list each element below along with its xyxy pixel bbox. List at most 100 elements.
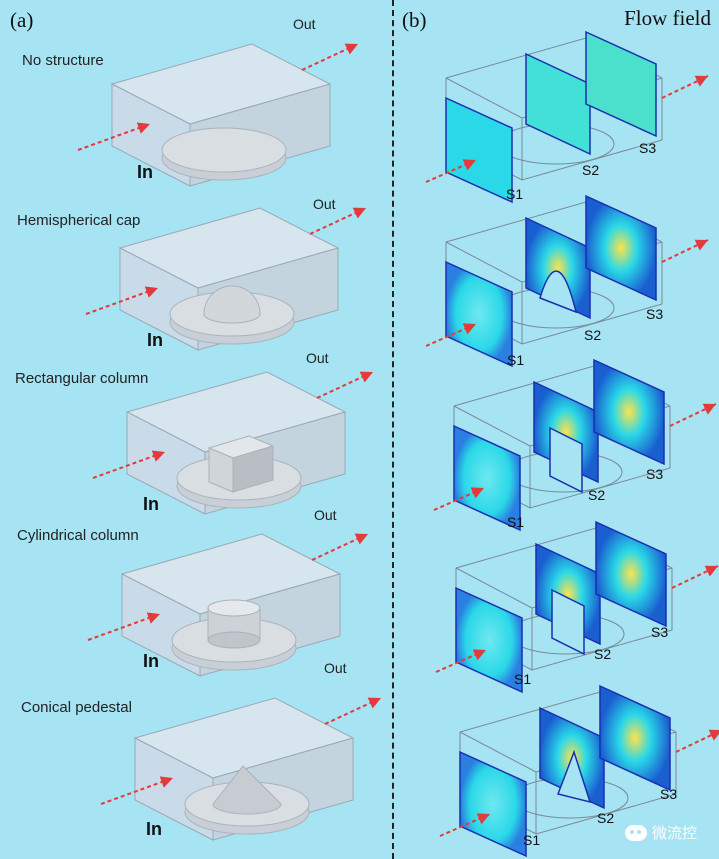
inlet-arrow (100, 776, 174, 805)
obstacle-cutout (556, 749, 592, 804)
case-title: Hemispherical cap (17, 212, 141, 229)
wire-edge (445, 77, 523, 119)
outlet-arrow (316, 371, 374, 399)
slice-s3 (595, 520, 667, 628)
inlet-arrow (425, 159, 477, 183)
slice-label-s3: S3 (660, 786, 678, 802)
out-label: Out (293, 16, 316, 32)
out-label: Out (324, 660, 347, 676)
in-label: In (143, 494, 159, 514)
flow-slices (425, 194, 709, 368)
outlet-arrow (671, 565, 719, 589)
channel-box (92, 371, 374, 515)
outlet-arrow (661, 75, 709, 99)
case-no-structure: No structure Out In (0, 16, 392, 193)
flow-field-no-structure: S1 S2 S3 (394, 28, 719, 204)
slice-s2 (525, 52, 591, 156)
case-title: Rectangular column (15, 370, 149, 387)
outlet-arrow (324, 697, 382, 725)
outlet-arrow (669, 403, 717, 427)
slice-label-s2: S2 (582, 162, 600, 178)
slice-label-s3: S3 (646, 306, 664, 322)
slice-label-s1: S1 (507, 514, 525, 530)
case-title: No structure (22, 52, 104, 69)
obstacle-cutout (549, 426, 583, 494)
slice-s1 (453, 424, 521, 532)
slice-label-s1: S1 (514, 671, 532, 687)
panel-a: (a) No structure Out In Hemispherical ca… (0, 8, 392, 847)
slice-label-s1: S1 (523, 832, 541, 848)
slice-label-s2: S2 (588, 487, 606, 503)
flow-slices (425, 30, 709, 204)
flow-slices (433, 358, 717, 532)
out-label: Out (313, 196, 336, 212)
panel-b-label: (b) (402, 8, 427, 32)
wire-edge (455, 567, 533, 609)
wechat-icon (624, 824, 647, 841)
outlet-arrow (675, 729, 719, 753)
in-label: In (137, 162, 153, 182)
slice-label-s2: S2 (594, 646, 612, 662)
inlet-arrow (425, 323, 477, 347)
cylinder-bottom (207, 631, 261, 649)
flow-field-hemispherical-cap: S1 S2 S3 (394, 192, 719, 368)
slice-label-s3: S3 (651, 624, 669, 640)
slice-label-s2: S2 (597, 810, 615, 826)
flow-field-cylindrical-column: S1 S2 S3 (394, 518, 719, 694)
channel-box (77, 43, 359, 187)
channel-box (85, 207, 367, 351)
cone-shape (212, 765, 282, 815)
obstacle-cutout (551, 588, 585, 656)
panel-b: (b) Flow field S1 S2 S3 S1 S2 S3 S1 S2 S… (394, 0, 719, 859)
panel-divider (392, 0, 394, 859)
inlet-arrow (77, 122, 151, 151)
slice-s3 (585, 194, 657, 302)
cylinder-top (207, 599, 261, 617)
case-cylindrical-column: Cylindrical column Out In (0, 507, 392, 683)
inlet-arrow (92, 450, 166, 479)
slice-s1 (445, 96, 513, 204)
slice-s1 (455, 586, 523, 694)
slice-label-s2: S2 (584, 327, 602, 343)
case-conical-pedestal: Conical pedestal Out In (0, 660, 392, 847)
flow-field-rectangular-column: S1 S2 S3 (394, 356, 719, 532)
inlet-arrow (439, 813, 491, 837)
inlet-arrow (87, 612, 161, 641)
case-hemispherical-cap: Hemispherical cap Out In (0, 192, 392, 357)
inlet-arrow (85, 286, 159, 315)
inlet-arrow (435, 649, 487, 673)
outlet-arrow (661, 239, 709, 263)
slice-s3 (599, 684, 671, 792)
slice-s1 (459, 750, 527, 858)
wire-edge (459, 731, 537, 773)
flow-field-conical-pedestal: S1 S2 S3 (394, 682, 719, 858)
outlet-arrow (309, 207, 367, 235)
base-disc-top (161, 127, 287, 173)
slice-label-s3: S3 (646, 466, 664, 482)
slice-s1 (445, 260, 513, 368)
outlet-arrow (311, 533, 369, 561)
slice-s3 (585, 30, 657, 138)
case-title: Conical pedestal (21, 699, 132, 716)
slice-label-s1: S1 (506, 186, 524, 202)
rect-column-side (208, 447, 234, 493)
slice-label-s3: S3 (639, 140, 657, 156)
watermark: 微流控 (624, 822, 697, 843)
flow-slices (435, 520, 719, 694)
flow-slices (439, 684, 719, 858)
case-rectangular-column: Rectangular column Out In (0, 350, 392, 521)
obstacle-cutout (539, 270, 578, 314)
inlet-arrow (433, 487, 485, 511)
in-label: In (143, 651, 159, 671)
hemispherical-cap-shape (203, 285, 261, 324)
channel-box (100, 697, 382, 841)
in-label: In (147, 330, 163, 350)
wire-edge (453, 405, 531, 447)
out-label: Out (306, 350, 329, 366)
out-label: Out (314, 507, 337, 523)
watermark-text: 微流控 (651, 824, 697, 842)
slice-label-s1: S1 (507, 352, 525, 368)
flow-field-title: Flow field (624, 6, 711, 30)
slice-s3 (593, 358, 665, 466)
wire-edge (445, 241, 523, 283)
